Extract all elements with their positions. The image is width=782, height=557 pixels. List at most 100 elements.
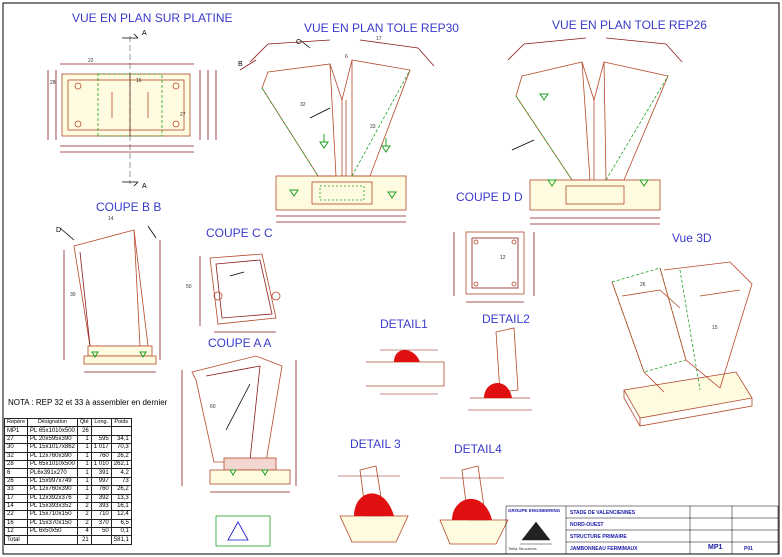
legend-box	[215, 515, 271, 547]
tb-subject2: JAMBONNEAU FERMIMAUX	[570, 546, 638, 552]
bom-cell: 34,1	[110, 434, 132, 445]
bom-cell: PL 15x370x150	[27, 518, 78, 529]
title-plan-tole30: VUE EN PLAN TOLE REP30	[304, 21, 459, 35]
bom-total-qty: 21	[76, 535, 92, 545]
coupe-aa-view	[181, 355, 297, 493]
bom-header: Désignation	[27, 417, 78, 428]
bom-header: Repère	[3, 417, 29, 428]
bom-cell: PL 12x760x390	[27, 485, 78, 495]
bom-cell: 2	[76, 518, 92, 529]
tb-rev: P01	[744, 546, 753, 552]
title-detail4: DETAIL4	[454, 442, 502, 456]
bom-total-weight: 581,1	[110, 535, 132, 545]
bom-cell: 33	[3, 485, 29, 495]
bom-total-spacer	[27, 535, 78, 545]
bom-cell: 27	[3, 434, 29, 445]
bom-cell: PL 15x710x150	[27, 510, 78, 520]
title-coupe-cc: COUPE C C	[206, 226, 273, 240]
part-mark: 6	[345, 54, 348, 60]
bom-cell: 370	[90, 518, 112, 529]
bom-cell: 1 017	[90, 443, 112, 453]
part-mark: 15	[712, 325, 718, 331]
bom-cell: 14	[3, 501, 29, 512]
part-mark: 32	[300, 102, 306, 108]
title-coupe-dd: COUPE D D	[456, 190, 523, 204]
bom-cell: PL 20x595x390	[27, 434, 78, 445]
part-mark: 22	[88, 58, 94, 64]
bom-cell	[90, 426, 112, 436]
bom-cell: 0,1	[110, 527, 132, 537]
bom-header: Qté	[76, 417, 92, 428]
coupe-bb-view	[59, 225, 161, 373]
bom-cell: 4	[76, 527, 92, 537]
bom-cell: 1	[76, 485, 92, 495]
bom-cell: PL 15x997x749	[27, 476, 78, 487]
tb-drawing-no: MP1	[708, 544, 723, 551]
bom-cell: PL 15x393x352	[27, 501, 78, 512]
bom-cell: 391	[90, 468, 112, 478]
bom-cell: 50	[90, 527, 112, 537]
title-detail3: DETAIL 3	[350, 437, 401, 451]
bom-cell: PL6x391x270	[27, 468, 78, 478]
section-mark-a-top: A	[142, 30, 147, 37]
section-mark-c: C	[296, 39, 301, 46]
bom-cell: 22	[3, 510, 29, 520]
bom-cell: 393	[90, 501, 112, 512]
bom-cell: 760	[90, 485, 112, 495]
part-mark: 16	[136, 78, 142, 84]
bom-cell: 13,3	[110, 493, 132, 503]
weld-symbols-tole26	[539, 93, 649, 187]
detail4-view	[439, 465, 509, 545]
section-mark-d: D	[56, 227, 61, 234]
bom-cell: 26	[76, 426, 92, 436]
bom-cell: 760	[90, 451, 112, 461]
bom-header-row: Repère Désignation Qté Long. Poids	[3, 417, 132, 428]
coupe-cc-view	[199, 253, 281, 333]
bom-cell: 997	[90, 476, 112, 487]
bom-cell: 1	[76, 451, 92, 461]
bom-cell: 1	[76, 434, 92, 445]
bom-cell: 30	[3, 443, 29, 453]
assembly-note: NOTA : REP 32 et 33 à assembler en derni…	[8, 398, 168, 407]
bom-cell: PL 65x1010x500	[27, 426, 78, 436]
bom-cell: 262,1	[110, 459, 132, 470]
tb-company: GROUPE ENGINEERING	[508, 508, 561, 513]
bom-cell: 1 010	[90, 459, 112, 470]
bom-cell: 12,4	[110, 510, 132, 520]
weld-symbols-aa	[229, 469, 269, 476]
section-mark-b: B	[238, 61, 243, 68]
part-mark: 60	[210, 404, 216, 410]
part-mark: 33	[370, 124, 376, 130]
detail3-view	[338, 465, 409, 543]
tb-project: STADE DE VALENCIENNES	[570, 510, 636, 516]
bom-cell: 710	[90, 510, 112, 520]
bom-cell: 16,1	[110, 501, 132, 512]
section-mark-a-bottom: A	[142, 183, 147, 190]
bom-cell: 26	[3, 476, 29, 487]
bom-total-label: Total	[3, 535, 29, 545]
bom-cell: 1	[76, 443, 92, 453]
vue-3d-view	[611, 261, 753, 427]
bom-cell: 6,5	[110, 518, 132, 529]
tb-section: NORD-OUEST	[570, 522, 604, 528]
bom-cell: PL 12x392x376	[27, 493, 78, 503]
bom-cell: 28	[3, 459, 29, 470]
title-plan-platine: VUE EN PLAN SUR PLATINE	[72, 11, 233, 25]
bom-cell: 595	[90, 434, 112, 445]
bom-cell: 2	[76, 510, 92, 520]
title-coupe-aa: COUPE A A	[208, 336, 272, 350]
part-mark: 28	[50, 80, 56, 86]
title-vue-3d: Vue 3D	[672, 231, 712, 245]
